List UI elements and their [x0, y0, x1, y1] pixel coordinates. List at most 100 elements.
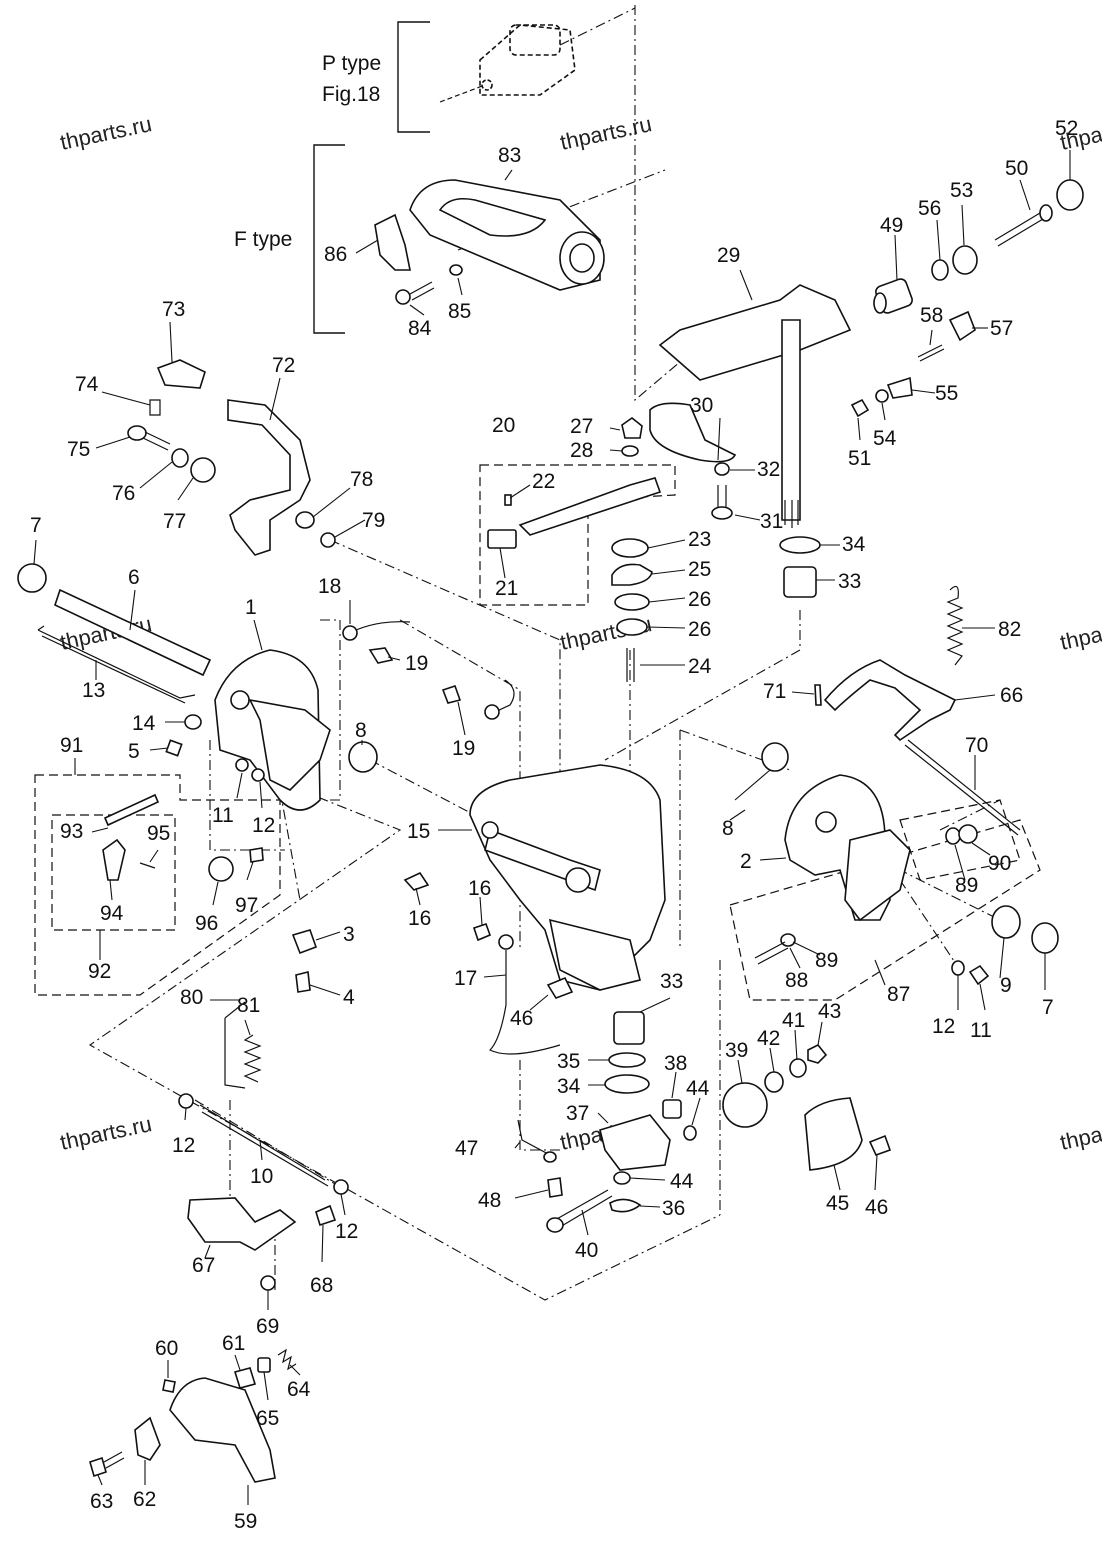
- part-79-washer: [320, 532, 336, 548]
- part-37-tilt-lock: [599, 1114, 671, 1171]
- part-46-bolt-right: [868, 1134, 892, 1156]
- part-26-washer: [614, 593, 650, 611]
- callout-71: 71: [763, 680, 786, 703]
- part-67-bracket: [187, 1197, 297, 1251]
- callout-64: 64: [287, 1378, 311, 1401]
- part-15-swivel-bracket: [469, 764, 666, 991]
- callout-16b: 16: [468, 877, 491, 900]
- parts: [17, 24, 1084, 1483]
- box-90: [899, 799, 1021, 881]
- box-92: [51, 814, 176, 931]
- callout-labels: 83 86 84 85 29 49 56 53 50 52 57 58 55 5…: [30, 117, 1078, 1533]
- type-brackets: P type Fig.18 F type: [234, 21, 430, 334]
- part-49-bushing: [873, 278, 913, 314]
- part-1-clamp-bracket: [214, 649, 331, 811]
- callout-77: 77: [163, 510, 186, 533]
- f-type-bracket: [313, 144, 345, 334]
- part-24-pin: [626, 648, 635, 682]
- callout-11a: 11: [212, 804, 234, 827]
- part-45-cover: [804, 1097, 863, 1171]
- part-84-bolt: [395, 281, 435, 305]
- callout-14: 14: [132, 712, 156, 735]
- part-62-plate: [134, 1416, 161, 1461]
- part-9-nut: [991, 905, 1021, 939]
- part-5-block: [165, 739, 183, 757]
- callout-84: 84: [408, 317, 432, 340]
- callout-89a: 89: [955, 874, 978, 897]
- part-47-rod: [517, 1119, 551, 1156]
- part-8-bushing-right: [761, 742, 789, 772]
- callout-55: 55: [935, 382, 958, 405]
- part-8-bushing: [348, 741, 378, 773]
- callout-97: 97: [235, 894, 258, 917]
- part-12-washer-c: [178, 1093, 194, 1109]
- part-60-pin: [162, 1379, 176, 1393]
- callout-57: 57: [990, 317, 1013, 340]
- callout-56: 56: [918, 197, 941, 220]
- callout-93: 93: [60, 820, 83, 843]
- callout-73: 73: [162, 298, 185, 321]
- part-41-washer: [789, 1058, 807, 1078]
- part-16-bolt: [403, 871, 430, 891]
- callout-95: 95: [147, 822, 170, 845]
- f-type-label: F type: [234, 228, 292, 251]
- callout-66: 66: [1000, 684, 1023, 707]
- callout-5: 5: [128, 740, 140, 763]
- p-type-bracket-part: [439, 24, 576, 103]
- callout-30: 30: [690, 394, 713, 417]
- part-74-pin: [149, 399, 161, 416]
- part-94-lever: [102, 838, 126, 881]
- part-18-cable: [342, 621, 515, 720]
- callout-15: 15: [407, 820, 430, 843]
- callout-23: 23: [688, 528, 711, 551]
- part-63-bolt: [89, 1451, 125, 1478]
- part-71-pin: [814, 684, 822, 706]
- callout-91: 91: [60, 734, 83, 757]
- callout-58: 58: [920, 304, 943, 327]
- part-89-washer-b: [945, 827, 961, 845]
- callout-7a: 7: [30, 514, 42, 537]
- callout-20: 20: [492, 414, 515, 437]
- callout-18: 18: [318, 575, 341, 598]
- part-61-bushing: [233, 1367, 257, 1389]
- part-51-nut: [850, 398, 870, 418]
- part-32-bushing: [714, 462, 730, 476]
- watermark: thparts.ru: [58, 111, 154, 155]
- part-50-bolt: [994, 204, 1053, 247]
- part-93-pin: [103, 793, 160, 827]
- callout-75: 75: [67, 438, 90, 461]
- part-57-clip: [948, 310, 976, 342]
- callout-8a: 8: [355, 719, 367, 742]
- callout-26b: 26: [688, 618, 711, 641]
- callout-49: 49: [880, 214, 903, 237]
- callout-68: 68: [310, 1274, 333, 1297]
- p-type-bracket: [397, 21, 430, 133]
- callout-45: 45: [826, 1192, 849, 1215]
- part-11-nut: [235, 758, 249, 772]
- part-40-bolt: [546, 1189, 613, 1233]
- box-91: [34, 774, 281, 996]
- callout-12a: 12: [252, 814, 275, 837]
- callout-85: 85: [448, 300, 471, 323]
- part-33-bushing: [783, 566, 817, 598]
- part-42-washer: [764, 1071, 784, 1093]
- part-29-steering-arm: [658, 284, 852, 528]
- part-3-block: [291, 929, 318, 955]
- callout-80: 80: [180, 986, 203, 1009]
- callout-4: 4: [343, 986, 355, 1009]
- callout-3: 3: [343, 923, 355, 946]
- part-6-shaft: [54, 588, 212, 677]
- part-82-spring: [946, 585, 964, 666]
- callout-92: 92: [88, 960, 111, 983]
- part-43-nut: [807, 1043, 828, 1064]
- callout-9: 9: [1000, 974, 1012, 997]
- part-21-block: [487, 529, 517, 549]
- callout-48: 48: [478, 1189, 501, 1212]
- part-26-washer: [616, 618, 648, 636]
- watermark: thparts.ru: [558, 111, 654, 155]
- callout-89b: 89: [815, 949, 838, 972]
- callout-33b: 33: [660, 970, 683, 993]
- part-47-eye: [543, 1151, 557, 1163]
- callout-65: 65: [256, 1407, 279, 1430]
- part-7-cap: [1031, 922, 1059, 954]
